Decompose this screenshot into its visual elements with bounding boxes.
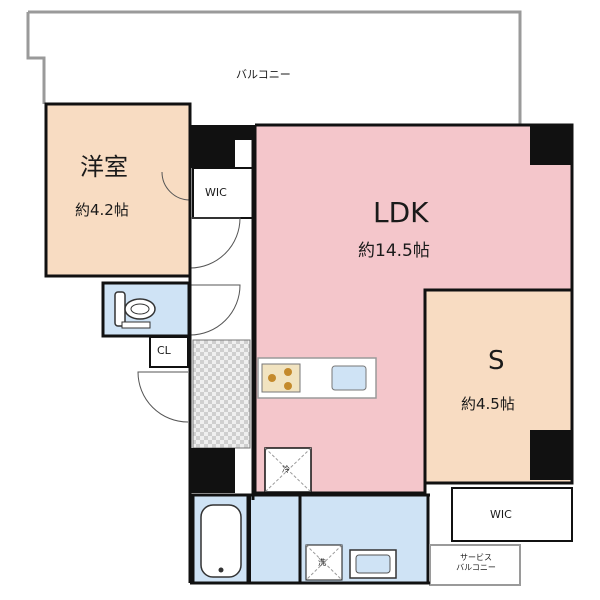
western-room-name: 洋室 bbox=[80, 153, 128, 181]
ldk-floor bbox=[255, 125, 572, 493]
service-room-area: 約4.5帖 bbox=[461, 395, 515, 413]
kitchen-sink-icon bbox=[331, 365, 367, 391]
toilet-icon bbox=[114, 291, 156, 329]
service-balcony-line1: サービス bbox=[460, 553, 492, 562]
wic-1-label: WIC bbox=[205, 186, 227, 199]
fridge-label: 冷 bbox=[282, 465, 290, 474]
closet-label: CL bbox=[157, 344, 171, 357]
closet-floor bbox=[149, 336, 189, 368]
service-balcony-line2: バルコニー bbox=[456, 563, 496, 572]
service-balcony-label: サービス バルコニー bbox=[436, 553, 516, 573]
service-balcony-floor bbox=[429, 544, 521, 586]
washer-label: 洗 bbox=[318, 558, 326, 567]
wic-2-label: WIC bbox=[490, 508, 512, 521]
western-room-floor bbox=[46, 104, 190, 276]
entrance-floor bbox=[192, 339, 251, 449]
ldk-name: LDK bbox=[373, 196, 429, 229]
stove-icon bbox=[261, 363, 301, 393]
passage-floor bbox=[249, 494, 301, 584]
service-room-name: S bbox=[488, 346, 505, 376]
bathtub-icon bbox=[200, 504, 242, 578]
interior-walls bbox=[188, 104, 430, 585]
balcony-label: バルコニー bbox=[236, 68, 291, 81]
balcony-outline bbox=[26, 10, 522, 125]
wic-2-floor bbox=[451, 487, 573, 542]
structural-columns bbox=[190, 125, 572, 493]
western-room-area: 約4.2帖 bbox=[75, 201, 129, 219]
ldk-area: 約14.5帖 bbox=[358, 241, 430, 261]
